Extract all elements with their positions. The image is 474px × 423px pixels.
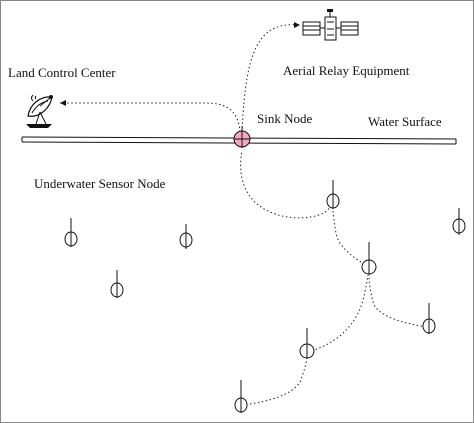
route-sink-to-land [60, 102, 241, 133]
sensor-node-9 [234, 380, 248, 413]
route-sink-to-relay [241, 24, 299, 133]
route-lower-to-mid [307, 274, 369, 353]
arrowhead-relay [294, 22, 300, 28]
aerial-relay-equipment-label: Aerial Relay Equipment [283, 63, 410, 78]
satellite-dish-icon [26, 94, 53, 128]
sink-node-icon [233, 126, 251, 148]
land-control-center-label: Land Control Center [8, 65, 116, 80]
sensor-node-2 [179, 224, 193, 249]
sink-node-label: Sink Node [257, 111, 312, 126]
route-mid-to-sensor [332, 207, 369, 267]
satellite-icon [302, 9, 359, 41]
water-surface-label: Water Surface [368, 114, 442, 129]
sensor-node-7 [422, 303, 436, 334]
sensor-node-4 [326, 180, 340, 209]
underwater-sensor-node-label: Underwater Sensor Node [34, 176, 166, 191]
route-right-to-mid [368, 273, 427, 328]
sensor-node-1 [64, 218, 78, 247]
sensor-node-3 [110, 270, 124, 298]
sensor-node-6 [361, 242, 377, 275]
route-bottom-to-lower [241, 357, 308, 406]
sensor-node-5 [452, 208, 466, 235]
sensor-node-8 [299, 328, 315, 359]
route-sensor-to-sink [240, 149, 332, 219]
communication-routes [60, 22, 427, 406]
arrowhead-land [60, 100, 66, 106]
